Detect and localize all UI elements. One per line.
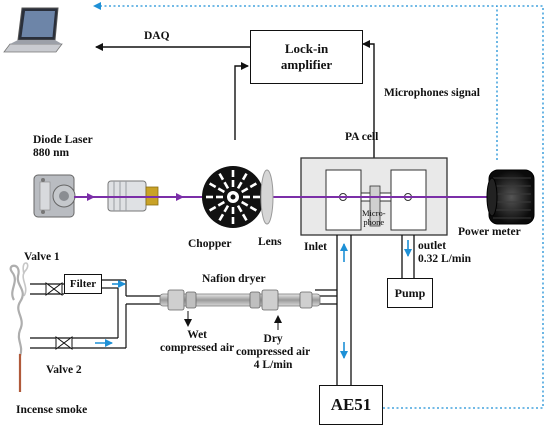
daq-label: DAQ (144, 30, 170, 42)
nafion-dryer-icon (159, 289, 321, 311)
valve-1-label: Valve 1 (24, 251, 60, 263)
microphone-signal-line (362, 40, 375, 158)
chopper-reference-line (234, 62, 249, 140)
lock-in-label-line2: amplifier (280, 57, 333, 72)
chopper-slot (236, 205, 243, 213)
pa-cell-label: PA cell (345, 131, 379, 143)
power-meter-icon (486, 169, 535, 225)
chopper-slot (249, 182, 258, 189)
outlet-tubing (401, 235, 415, 278)
dry-air-label-line3: 4 L/min (253, 359, 293, 372)
beam-arrow-2 (176, 193, 184, 201)
valve-2-icon (55, 336, 73, 350)
power-meter-label: Power meter (458, 226, 521, 238)
diode-laser-label: Diode Laser 880 nm (33, 134, 93, 160)
chopper-slot (241, 172, 248, 181)
filter-label: Filter (69, 278, 97, 290)
valve-2-label: Valve 2 (46, 364, 82, 376)
valve-1-icon (45, 282, 63, 296)
chopper-label: Chopper (188, 238, 232, 250)
dry-air-label-line2: compressed air (236, 346, 311, 359)
lock-in-amplifier-box: Lock-in amplifier (250, 30, 363, 84)
chopper-slot (217, 200, 225, 207)
outlet-label-line1: outlet (418, 240, 447, 252)
sample-tubing (30, 279, 337, 349)
chopper-slot (236, 181, 243, 189)
chopper-slot (217, 187, 225, 194)
chopper-slot (223, 181, 230, 189)
dry-air-label: Dry compressed air 4 L/min (236, 333, 310, 373)
chopper-slot (241, 200, 249, 207)
ae51-box: AE51 (319, 385, 383, 425)
wet-air-label-line2: compressed air (160, 342, 235, 355)
dry-air-label-line1: Dry (263, 333, 283, 345)
diode-laser-label-line2: 880 nm (33, 147, 70, 160)
laptop-icon (3, 7, 63, 53)
pump-box: Pump (387, 278, 433, 308)
chopper-slot (241, 213, 248, 222)
outlet-label: outlet 0.32 L/min (418, 240, 471, 266)
chopper-slot (241, 187, 249, 194)
outlet-label-line2: 0.32 L/min (418, 253, 472, 266)
feedback-dotted-line-right (383, 5, 544, 409)
wet-air-label: Wet compressed air (160, 329, 234, 355)
incense-smoke-icon (9, 262, 29, 392)
chopper-wheel-icon (202, 166, 264, 228)
pump-label: Pump (394, 285, 426, 300)
chopper-slot (208, 182, 217, 189)
focusing-lens-icon (260, 169, 274, 225)
chopper-slot (223, 205, 230, 213)
microphones-signal-label: Microphones signal (384, 87, 480, 99)
microphone-label: Micro- phone (362, 209, 386, 227)
ae51-label: AE51 (330, 395, 372, 414)
incense-smoke-label: Incense smoke (16, 404, 88, 416)
filter-box: Filter (64, 274, 102, 294)
microphone-label-line2: phone (363, 216, 385, 227)
lock-in-label-line1: Lock-in (284, 41, 329, 56)
diode-laser-icon (33, 174, 76, 218)
diode-laser-label-line1: Diode Laser (33, 134, 93, 146)
wet-air-label-line1: Wet (187, 329, 208, 341)
inlet-tubing (315, 235, 352, 385)
microphone-label-line1: Micro- (362, 208, 386, 218)
chopper-slot (218, 172, 225, 181)
chopper-slot (218, 213, 225, 222)
chopper-slot (208, 205, 217, 212)
beam-arrow-1 (87, 193, 95, 201)
chopper-slot (249, 205, 258, 212)
nafion-dryer-label: Nafion dryer (202, 273, 266, 285)
lens-label: Lens (258, 236, 282, 248)
inlet-label: Inlet (304, 241, 327, 253)
